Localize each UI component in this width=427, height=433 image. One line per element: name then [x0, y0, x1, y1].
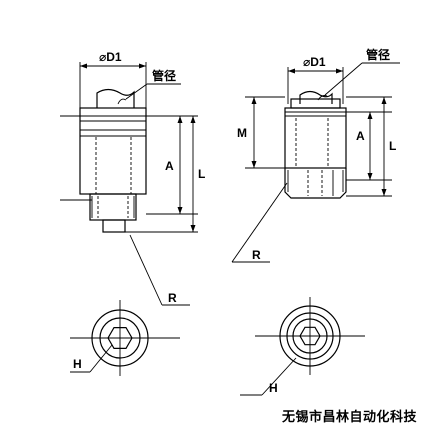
left-fitting-side-view: ⌀D1 管径 A L [60, 50, 205, 306]
left-r-label: R [168, 291, 177, 305]
right-fitting-side-view: ⌀D1 管径 M [231, 47, 400, 263]
right-a-label: A [356, 129, 365, 143]
left-tube-label: 管径 [152, 68, 176, 83]
left-fitting-end-view: H [70, 300, 180, 376]
right-r-label: R [252, 248, 261, 262]
right-m-label: M [237, 126, 247, 140]
left-l-label: L [198, 167, 205, 181]
right-tube-label: 管径 [366, 47, 390, 62]
left-d1-label: ⌀D1 [99, 50, 122, 64]
left-a-label: A [165, 159, 174, 173]
left-h-label: H [73, 357, 82, 371]
right-fitting-end-view: H [240, 297, 365, 396]
company-watermark: 无锡市昌林自动化科技 [281, 410, 417, 425]
right-d1-label: ⌀D1 [303, 55, 326, 69]
right-h-label: H [269, 381, 278, 395]
right-l-label: L [389, 139, 396, 153]
